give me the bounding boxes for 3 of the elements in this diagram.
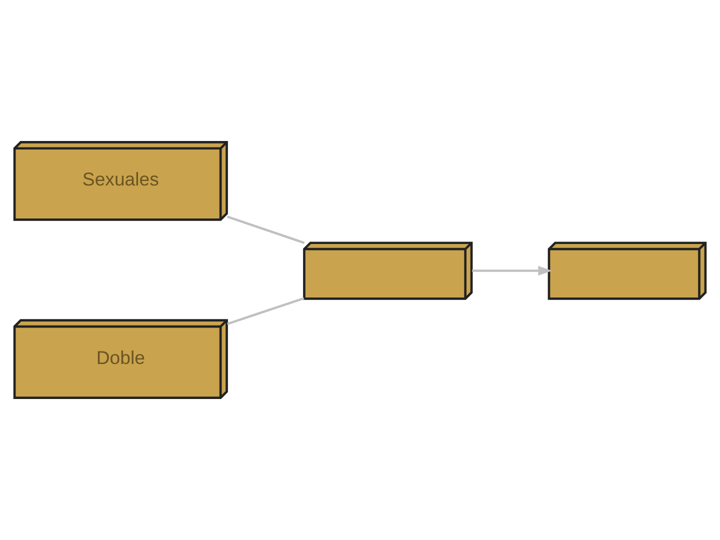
arrow [472,266,552,276]
connector [227,297,304,326]
connector [227,216,305,244]
